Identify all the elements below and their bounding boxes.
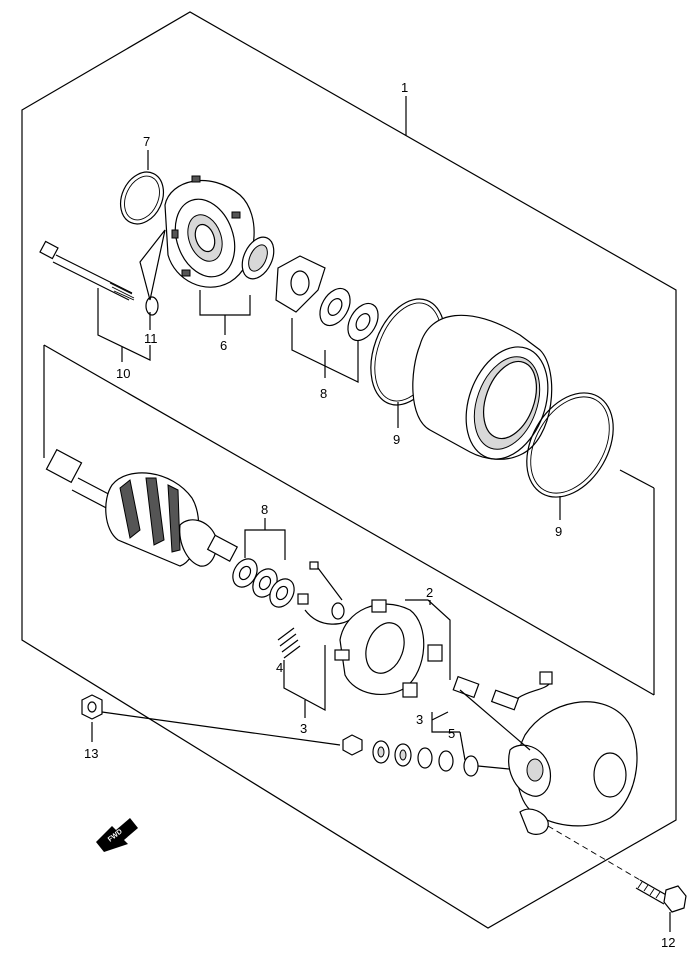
callout-9-lower: 9 [555,524,562,539]
callout-3-lower: 3 [300,721,307,736]
brush-part-2a [427,644,443,662]
brush-part-2b [402,682,418,698]
callout-8-upper: 8 [320,386,327,401]
bolt-12-axis [547,825,641,881]
o-ring-part-7-inner [124,175,160,221]
terminal-assembly [452,671,553,711]
o-ring-part-5 [463,755,479,777]
through-bolt-part-10 [39,240,135,301]
bracket-2 [405,599,451,680]
forward-direction-badge: FWD [96,818,138,852]
callout-9-upper: 9 [393,432,400,447]
callout-12: 12 [661,935,675,950]
callout-3-mid: 3 [416,712,423,727]
callout-10: 10 [116,366,130,381]
callout-7: 7 [143,134,150,149]
callout-11: 11 [144,331,158,346]
o-ring-part-7 [119,171,165,225]
callout-6: 6 [220,338,227,353]
brush-holder-plate [334,599,425,696]
bracket-6 [199,290,251,316]
washer-part-11 [145,296,159,316]
leader-3-top [459,689,531,751]
bolt-part-12 [635,879,687,913]
callout-5: 5 [448,726,455,741]
front-housing-bracket [164,175,255,288]
bracket-3-lower [283,645,326,712]
brush-spring-part-4 [277,627,301,659]
callout-4: 4 [276,660,283,675]
callout-13: 13 [84,746,98,761]
assembly-outline-frame [21,11,677,929]
callout-8-lower: 8 [261,502,268,517]
inner-group-right-top [619,469,655,489]
lock-washer-spring [139,229,166,301]
o-ring-part-9b [526,392,614,498]
bracket-8-lower [244,529,286,560]
leader-5 [459,731,466,761]
brush-lead-set [297,561,353,625]
callout-1: 1 [401,80,408,95]
armature [45,448,239,567]
bracket-3-mid [431,712,460,733]
leader-13 [101,711,341,746]
rear-end-cover [508,701,638,835]
terminal-washer-row [342,734,479,777]
yoke-motor-case [412,314,553,460]
inner-group-top-edge [43,344,655,696]
bracket-10 [97,288,151,361]
callout-2: 2 [426,585,433,600]
